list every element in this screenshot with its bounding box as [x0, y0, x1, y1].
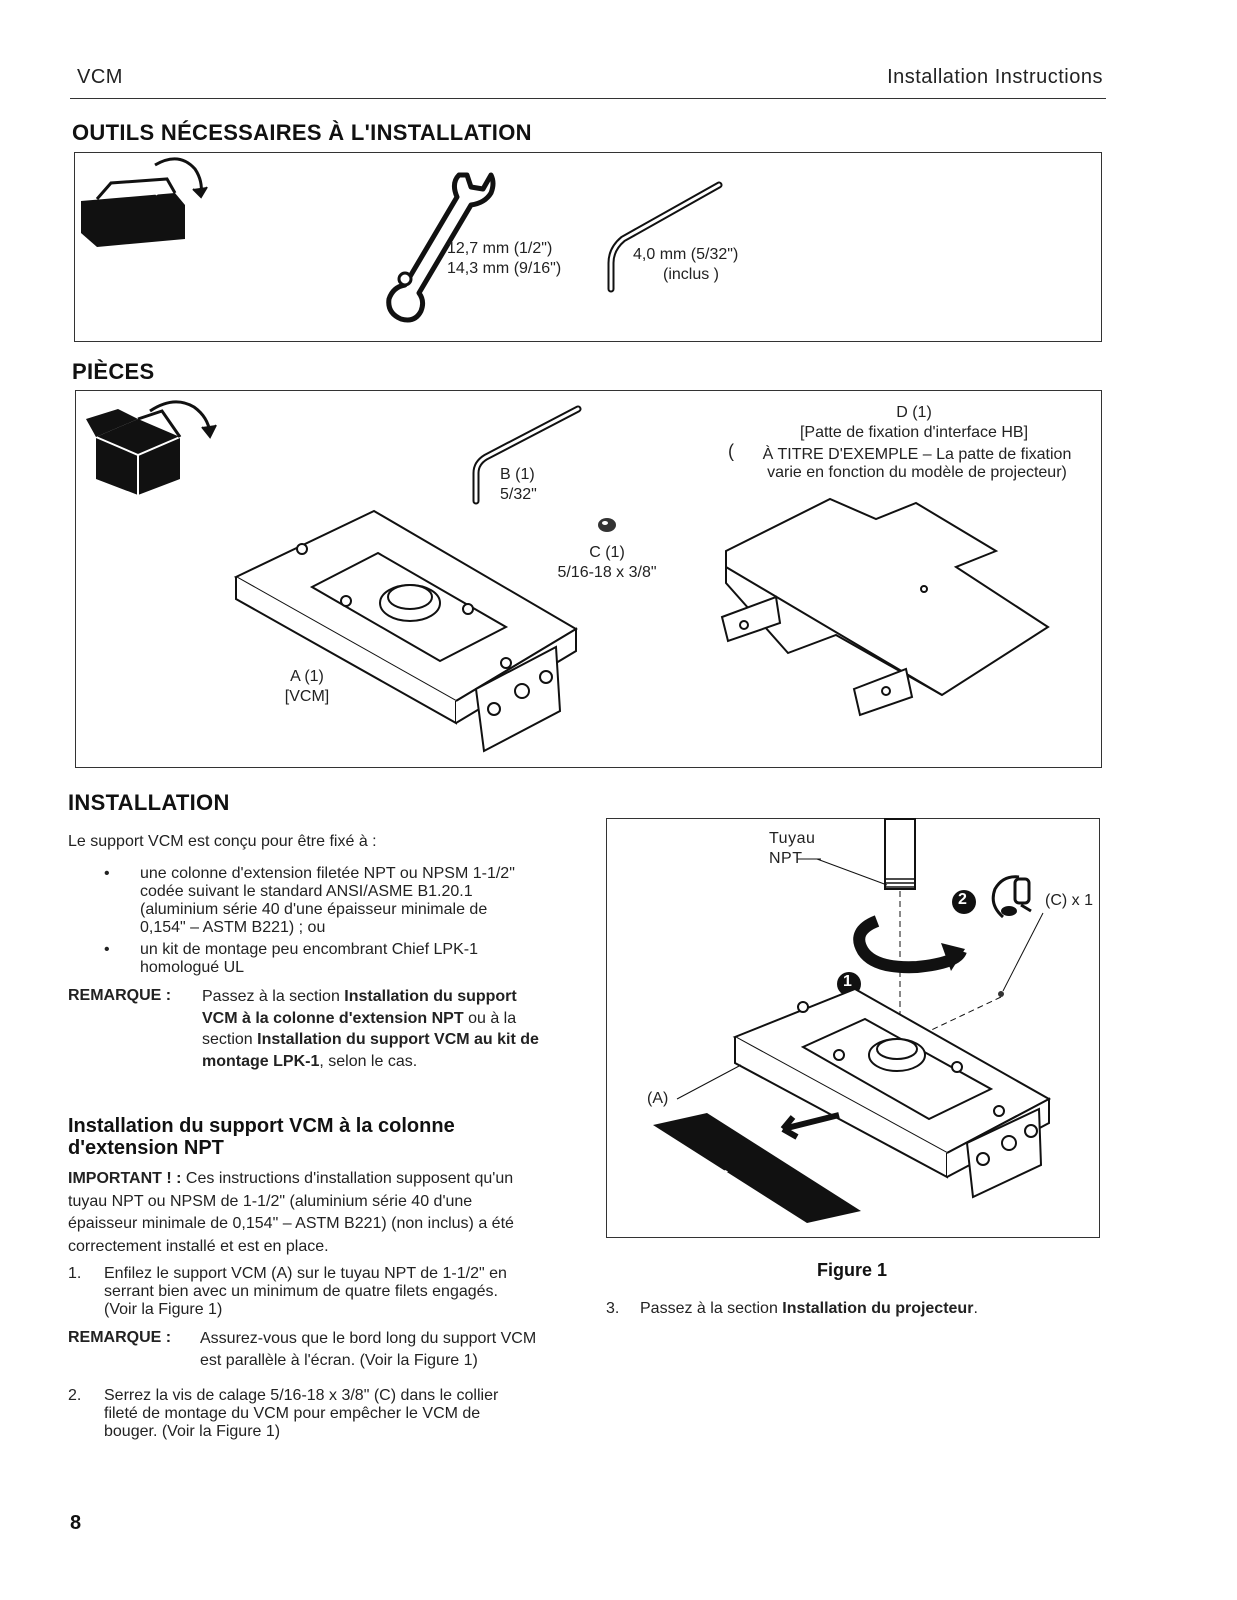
part-b-size: 5/32" [500, 486, 537, 503]
bullet-1-line: une colonne d'extension filetée NPT ou N… [140, 865, 515, 882]
step-3-number: 3. [606, 1300, 620, 1317]
step-2-text: Serrez la vis de calage 5/16-18 x 3/8" (… [104, 1386, 584, 1441]
note-1-part: section [202, 1031, 258, 1048]
note-1-part: Passez à la section [202, 988, 345, 1005]
note-2-label: REMARQUE : [68, 1329, 172, 1346]
header-left: VCM [77, 66, 123, 88]
part-b-qty: B (1) [500, 466, 535, 483]
toolbox-icon [81, 157, 208, 247]
bullet-item-2: un kit de montage peu encombrant Chief L… [140, 940, 590, 977]
npt-pipe [797, 818, 916, 1019]
sub-heading-line: d'extension NPT [68, 1137, 224, 1159]
part-a-name: [VCM] [284, 688, 330, 705]
vcm-label: (A) [647, 1090, 669, 1107]
step-1-line: serrant bien avec un minimum de quatre f… [104, 1283, 498, 1300]
wrench-icon [386, 172, 496, 323]
vcm-plate-a-icon [233, 509, 578, 753]
part-d-note-1: À TITRE D'EXEMPLE – La patte de fixation [762, 446, 1072, 463]
tools-box: 12,7 mm (1/2") 14,3 mm (9/16") 4,0 mm (5… [74, 152, 1102, 342]
note-1-link: montage LPK-1 [202, 1052, 320, 1070]
hex-key-icon [607, 181, 723, 293]
set-screw-qty: (C) x 1 [1045, 892, 1093, 909]
step-2-line: bouger. (Voir la Figure 1) [104, 1423, 281, 1440]
parts-heading: PIÈCES [72, 359, 155, 384]
note-1-text: Passez à la section Installation du supp… [202, 986, 582, 1072]
tools-illustration [81, 157, 723, 323]
installation-heading: INSTALLATION [68, 790, 230, 815]
step-3-part: Passez à la section [640, 1300, 783, 1317]
note-2-text: Assurez-vous que le bord long du support… [200, 1328, 580, 1372]
part-d-name: [Patte de fixation d'interface HB] [799, 424, 1029, 441]
step-3-part: . [973, 1300, 978, 1317]
figure-1-illustration [653, 818, 1052, 1223]
parts-illustration [86, 400, 1050, 753]
important-line: tuyau NPT ou NPSM de 1-1/2" (aluminium s… [68, 1192, 473, 1210]
tools-heading: OUTILS NÉCESSAIRES À L'INSTALLATION [72, 120, 532, 145]
note-1-link: VCM à la colonne d'extension NPT [202, 1009, 464, 1027]
note-1-link: Installation du support VCM au kit de [257, 1031, 539, 1048]
callout-2-label: 2 [958, 891, 967, 908]
wrench-size-2: 14,3 mm (9/16") [447, 260, 562, 277]
step-2-line: Serrez la vis de calage 5/16-18 x 3/8" (… [104, 1387, 499, 1404]
header-rule [70, 98, 1106, 99]
bullet-marker: • [104, 865, 110, 882]
callout-2-badge [952, 890, 976, 914]
step-1-number: 1. [68, 1265, 82, 1282]
part-d-note-2: varie en fonction du modèle de projecteu… [767, 464, 1067, 481]
bullet-item-1: une colonne d'extension filetée NPT ou N… [140, 864, 590, 937]
package-box-icon [86, 400, 217, 495]
part-a-qty: A (1) [290, 668, 324, 685]
note-1-label: REMARQUE : [68, 987, 172, 1004]
note-1-link: Installation du support [344, 988, 517, 1005]
note-1-part: ou à la [463, 1009, 517, 1027]
sub-heading: Installation du support VCM à la colonne… [68, 1115, 455, 1159]
set-screw-c-icon [598, 518, 616, 532]
bullet-1-line: (aluminium série 40 d'une épaisseur mini… [140, 901, 488, 918]
installation-intro: Le support VCM est conçu pour être fixé … [68, 833, 377, 850]
important-block: IMPORTANT ! : Ces instructions d'install… [68, 1168, 588, 1258]
important-label: IMPORTANT ! : [68, 1170, 182, 1187]
torque-tool-icon [991, 875, 1032, 919]
important-line: épaisseur minimale de 0,154" – ASTM B221… [68, 1215, 514, 1232]
callout-1-label: 1 [843, 973, 852, 990]
part-d-paren: ( [728, 441, 734, 461]
step-3-text: Passez à la section Installation du proj… [640, 1299, 978, 1318]
figure-1-box: Tuyau NPT 2 1 (C) x 1 (A) ÉCRAN [606, 818, 1100, 1238]
bracket-d-icon [720, 497, 1050, 717]
vcm-plate-figure [732, 987, 1052, 1199]
parts-box: B (1) 5/32" C (1) 5/16-18 x 3/8" A (1) [… [75, 390, 1102, 768]
step-2-line: fileté de montage du VCM pour empêcher l… [104, 1405, 481, 1422]
hex-key-size: 4,0 mm (5/32") [633, 246, 739, 263]
step-3-link: Installation du projecteur [782, 1300, 974, 1317]
pipe-label-line-2: NPT [769, 850, 803, 867]
figure-caption: Figure 1 [816, 1260, 887, 1280]
part-d-qty: D (1) [896, 404, 932, 421]
bullet-marker: • [104, 941, 110, 958]
part-c-qty: C (1) [589, 544, 625, 561]
step-2-number: 2. [68, 1387, 82, 1404]
hex-key-b-icon [472, 405, 582, 505]
sub-heading-line: Installation du support VCM à la colonne [68, 1115, 455, 1137]
part-c-size: 5/16-18 x 3/8" [557, 564, 657, 581]
step-1-line: (Voir la Figure 1) [104, 1301, 223, 1318]
pipe-label: Tuyau NPT [769, 829, 815, 869]
bullet-1-line: 0,154" – ASTM B221) ; ou [140, 919, 326, 936]
page-number: 8 [70, 1512, 82, 1534]
hex-key-included: (inclus ) [663, 266, 720, 283]
wrench-size-1: 12,7 mm (1/2") [447, 240, 553, 257]
bullet-2-line: homologué UL [140, 959, 245, 976]
note-2-line: Assurez-vous que le bord long du support… [200, 1330, 537, 1347]
bullet-1-line: codée suivant le standard ANSI/ASME B1.2… [140, 883, 473, 900]
header-right: Installation Instructions [887, 66, 1103, 88]
important-line: correctement installé et est en place. [68, 1237, 329, 1255]
rotation-arrow-icon [853, 915, 967, 974]
pipe-label-line-1: Tuyau [769, 830, 816, 847]
step-1-text: Enfilez le support VCM (A) sur le tuyau … [104, 1264, 584, 1319]
bullet-2-line: un kit de montage peu encombrant Chief L… [140, 941, 478, 958]
important-line: Ces instructions d'installation supposen… [181, 1170, 514, 1187]
screen-band [653, 1112, 861, 1223]
step-1-line: Enfilez le support VCM (A) sur le tuyau … [104, 1265, 507, 1282]
note-1-part: , selon le cas. [319, 1052, 418, 1070]
note-2-line: est parallèle à l'écran. (Voir la Figure… [200, 1352, 478, 1369]
